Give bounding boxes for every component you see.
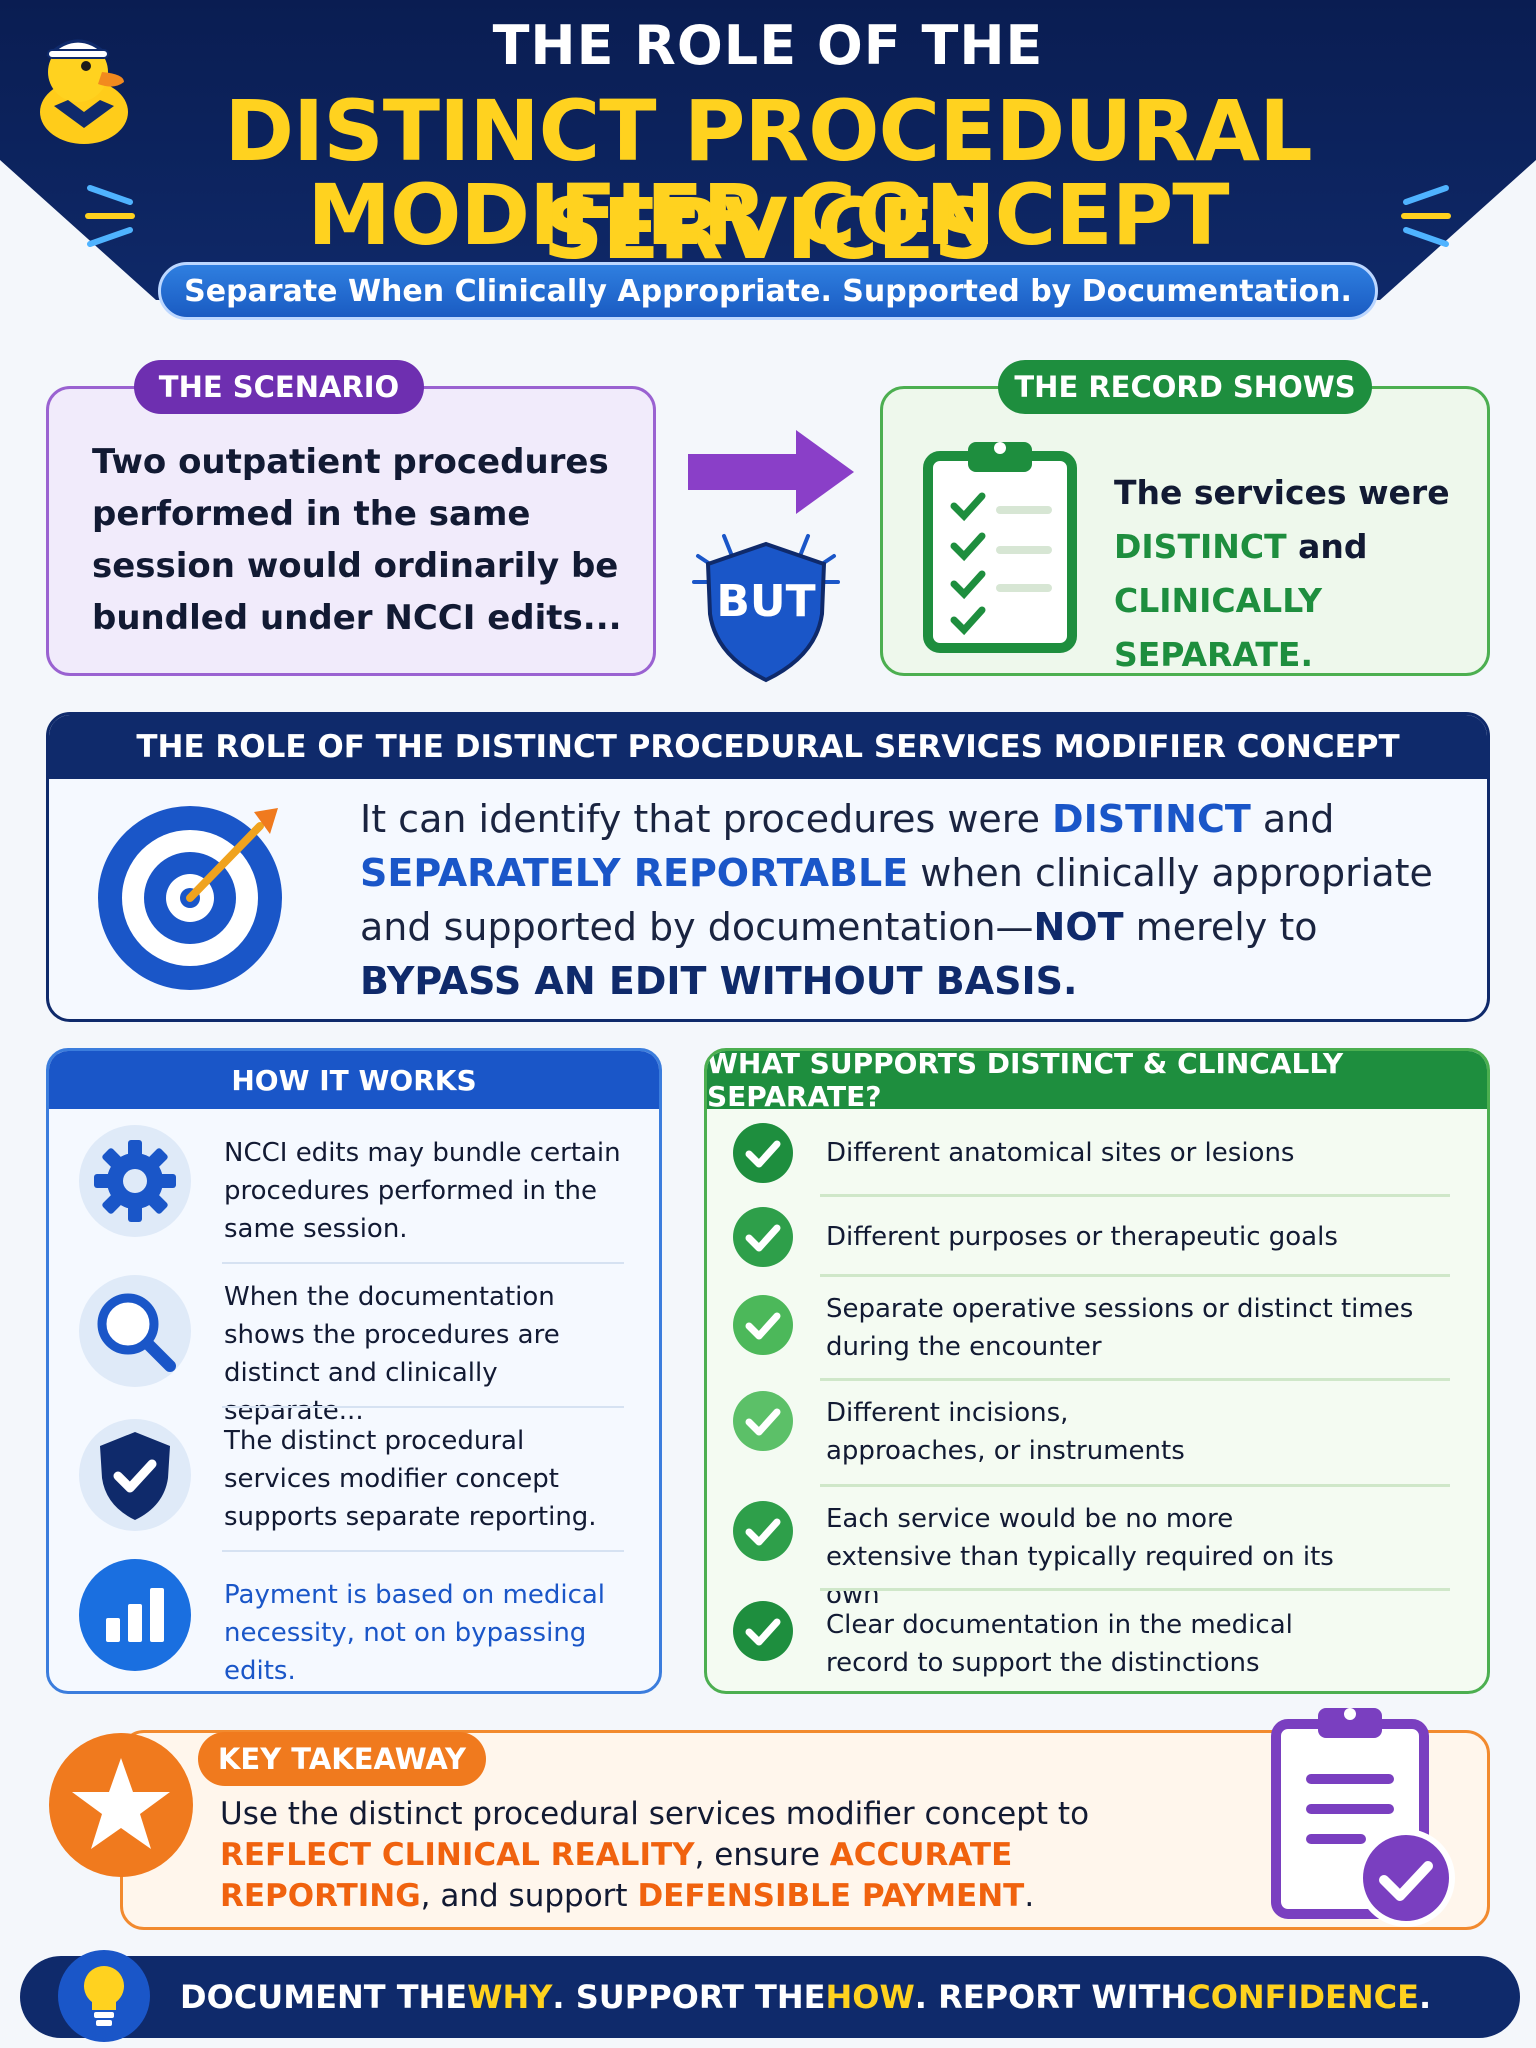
role-b4: BYPASS AN EDIT WITHOUT BASIS.: [360, 959, 1078, 1003]
supports-item-3: Separate operative sessions or distinct …: [826, 1294, 1414, 1362]
lightbulb-icon: [58, 1950, 150, 2042]
footer-banner: [20, 1956, 1520, 2038]
supports-divider: [820, 1588, 1450, 1591]
supports-section: WHAT SUPPORTS DISTINCT & CLINCALLY SEPAR…: [704, 1048, 1490, 1694]
takeaway-t2: , ensure: [694, 1837, 830, 1873]
footer-p3: . REPORT WITH: [914, 1978, 1188, 2016]
how-item-2: When the documentation shows the procedu…: [224, 1282, 560, 1426]
supports-item-6: Clear documentation in the medical recor…: [826, 1610, 1293, 1678]
how-item-4: Payment is based on medical necessity, n…: [224, 1580, 606, 1686]
check-circle-icon: [733, 1295, 793, 1355]
duck-mascot-icon: [40, 39, 128, 144]
role-t3: when clinically appropriate and supporte…: [360, 851, 1433, 949]
footer-why: WHY: [467, 1978, 553, 2016]
record-label: THE RECORD SHOWS: [998, 360, 1372, 414]
key-takeaway-label: KEY TAKEAWAY: [198, 1732, 486, 1786]
check-circle-icon: [733, 1207, 793, 1267]
title-main-line1: DISTINCT PROCEDURAL SERVICES: [224, 82, 1312, 278]
how-item-1: NCCI edits may bundle certain procedures…: [224, 1138, 621, 1244]
how-header: HOW IT WORKS: [49, 1051, 659, 1109]
role-section: THE ROLE OF THE DISTINCT PROCEDURAL SERV…: [46, 712, 1490, 1022]
clipboard-checklist-icon: [923, 442, 1077, 653]
scenario-card: [46, 386, 656, 676]
gear-icon: [79, 1125, 191, 1237]
role-t2: and: [1250, 797, 1335, 841]
but-shield: BUT: [676, 516, 856, 686]
supports-item-1: Different anatomical sites or lesions: [826, 1138, 1295, 1168]
role-b2: SEPARATELY REPORTABLE: [360, 851, 909, 895]
record-text-mid: and: [1298, 527, 1368, 566]
role-b3: NOT: [1033, 905, 1124, 949]
role-text: It can identify that procedures were DIS…: [360, 792, 1470, 1008]
arrow-right-icon: [688, 430, 854, 514]
star-icon: [49, 1733, 193, 1877]
footer-p2: . SUPPORT THE: [552, 1978, 826, 2016]
role-b1: DISTINCT: [1052, 797, 1251, 841]
role-t4: merely to: [1123, 905, 1318, 949]
how-divider: [222, 1262, 624, 1264]
takeaway-t3: , and support: [420, 1878, 638, 1914]
record-highlight-separate: CLINICALLY SEPARATE.: [1114, 581, 1322, 674]
supports-divider: [820, 1378, 1450, 1381]
title-top: THE ROLE OF THE: [492, 14, 1044, 77]
spark-right-icon: [1401, 185, 1451, 247]
but-label: BUT: [716, 576, 816, 627]
spark-left-icon: [85, 185, 135, 247]
shield-icon: [692, 534, 840, 683]
supports-divider: [820, 1194, 1450, 1197]
takeaway-h2: ACCURATE REPORTING: [220, 1837, 1013, 1914]
how-divider: [222, 1406, 624, 1408]
check-circle-icon: [733, 1391, 793, 1451]
record-text: The services were DISTINCT and CLINICALL…: [1114, 466, 1474, 682]
supports-item-5: Each service would be no more extensive …: [826, 1504, 1334, 1610]
record-highlight-distinct: DISTINCT: [1114, 527, 1287, 566]
supports-divider: [820, 1484, 1450, 1487]
footer-confidence: CONFIDENCE: [1187, 1978, 1419, 2016]
footer-text: DOCUMENT THE WHY. SUPPORT THE HOW. REPOR…: [180, 1956, 1480, 2038]
footer-how: HOW: [825, 1978, 915, 2016]
shield-check-icon: [79, 1419, 191, 1531]
bar-chart-icon: [79, 1559, 191, 1671]
key-takeaway-text: Use the distinct procedural services mod…: [220, 1794, 1220, 1917]
check-circle-icon: [733, 1123, 793, 1183]
scenario-text: Two outpatient procedures performed in t…: [92, 442, 622, 638]
how-item-3: The distinct procedural services modifie…: [224, 1426, 597, 1532]
scenario-label: THE SCENARIO: [134, 360, 424, 414]
footer-p1: DOCUMENT THE: [180, 1978, 468, 2016]
header-banner: [0, 0, 1536, 300]
takeaway-h3: DEFENSIBLE PAYMENT: [637, 1878, 1025, 1914]
record-text-pre: The services were: [1114, 473, 1450, 512]
target-dart-icon: [98, 806, 282, 990]
magnifier-icon: [79, 1275, 191, 1387]
role-header: THE ROLE OF THE DISTINCT PROCEDURAL SERV…: [49, 715, 1487, 779]
how-divider: [222, 1550, 624, 1552]
supports-divider: [820, 1274, 1450, 1277]
takeaway-t1: Use the distinct procedural services mod…: [220, 1796, 1090, 1832]
takeaway-t4: .: [1024, 1878, 1035, 1914]
supports-item-2: Different purposes or therapeutic goals: [826, 1222, 1338, 1252]
takeaway-h1: REFLECT CLINICAL REALITY: [220, 1837, 695, 1873]
supports-header: WHAT SUPPORTS DISTINCT & CLINCALLY SEPAR…: [707, 1051, 1487, 1113]
footer-p4: .: [1418, 1978, 1432, 2016]
subtitle-banner: Separate When Clinically Appropriate. Su…: [158, 262, 1378, 320]
check-circle-icon: [733, 1601, 793, 1661]
title-main-line2: MODIFIER CONCEPT: [307, 166, 1229, 264]
role-t1: It can identify that procedures were: [360, 797, 1053, 841]
check-circle-icon: [733, 1501, 793, 1561]
supports-item-4: Different incisions, approaches, or inst…: [826, 1398, 1185, 1466]
clipboard-check-icon: [1271, 1708, 1455, 1927]
